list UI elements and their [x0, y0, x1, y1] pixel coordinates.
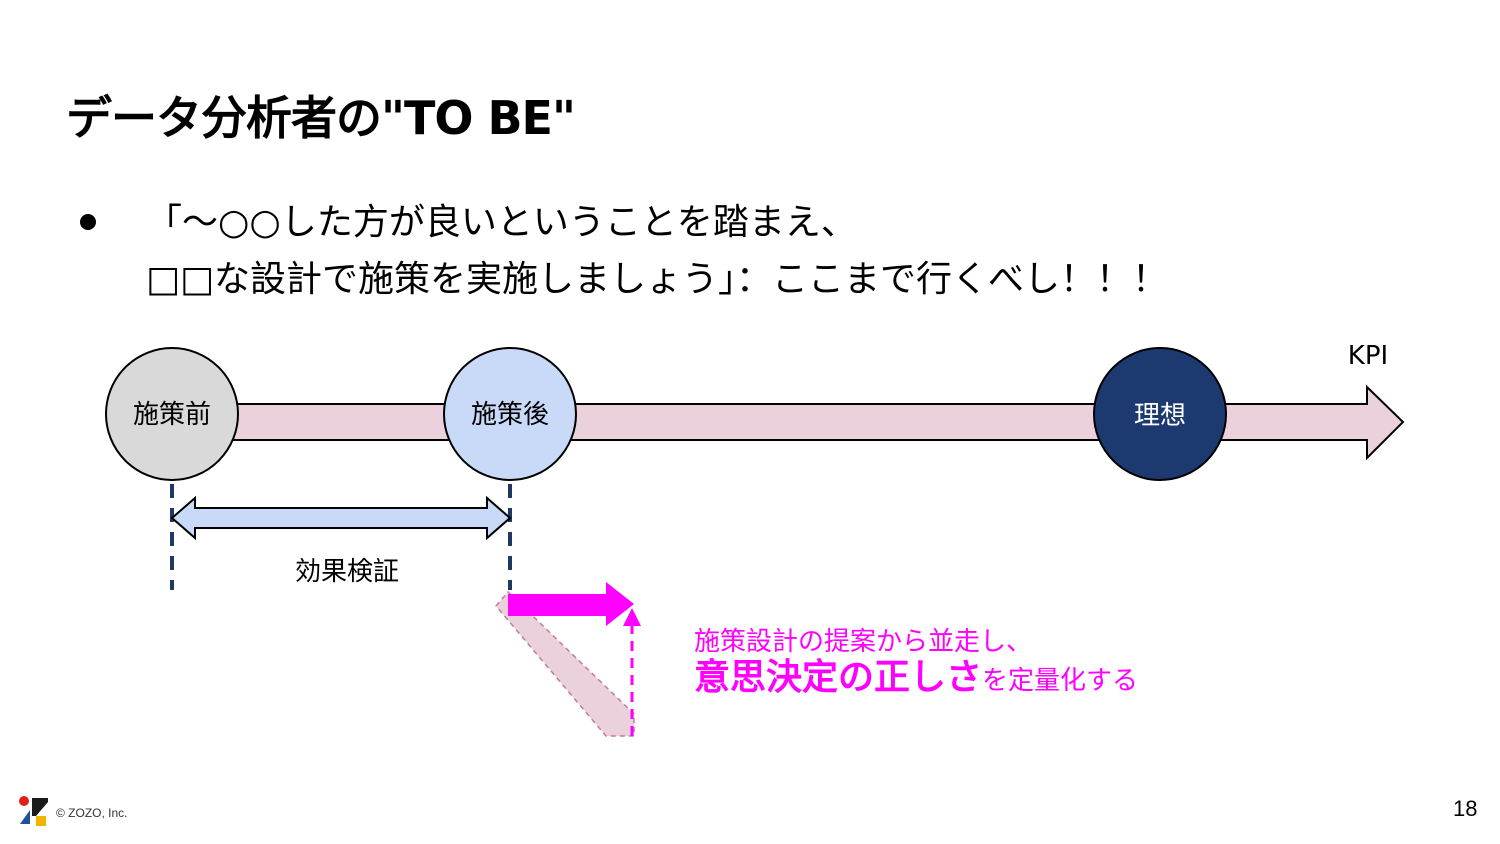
callout-bold-text: 意思決定の正しさ [694, 657, 983, 698]
span-label: 効果検証 [295, 557, 399, 587]
callout-rest-text: を定量化する [982, 666, 1139, 696]
zozo-logo-icon [19, 796, 48, 826]
effect-verification-arrow [170, 495, 512, 541]
node-ideal-label: 理想 [1134, 401, 1186, 431]
callout-line1: 施策設計の提案から並走し、 [694, 627, 1033, 657]
callout-line2: 意思決定の正しさを定量化する [694, 660, 1138, 696]
node-after: 施策後 [443, 347, 577, 481]
page-number: 18 [1453, 796, 1478, 821]
node-ideal: 理想 [1093, 347, 1227, 481]
ghost-diagonal-arrow [495, 590, 635, 737]
magenta-arrow [508, 582, 634, 626]
bullet-marker [80, 214, 96, 230]
kpi-axis-label: KPI [1348, 341, 1388, 371]
node-after-label: 施策後 [471, 400, 549, 430]
magenta-up-arrowhead [623, 608, 641, 626]
slide-title: データ分析者の"TO BE" [66, 91, 576, 145]
bullet-text-line2: □□な設計で施策を実施しましょう」：ここまで行くべし！！！ [146, 259, 1169, 300]
bullet-text-line1: 「～○○した方が良いということを踏まえ、 [146, 202, 857, 243]
node-before: 施策前 [105, 347, 239, 481]
copyright-text: © ZOZO, Inc. [56, 806, 128, 820]
node-before-label: 施策前 [133, 400, 211, 430]
